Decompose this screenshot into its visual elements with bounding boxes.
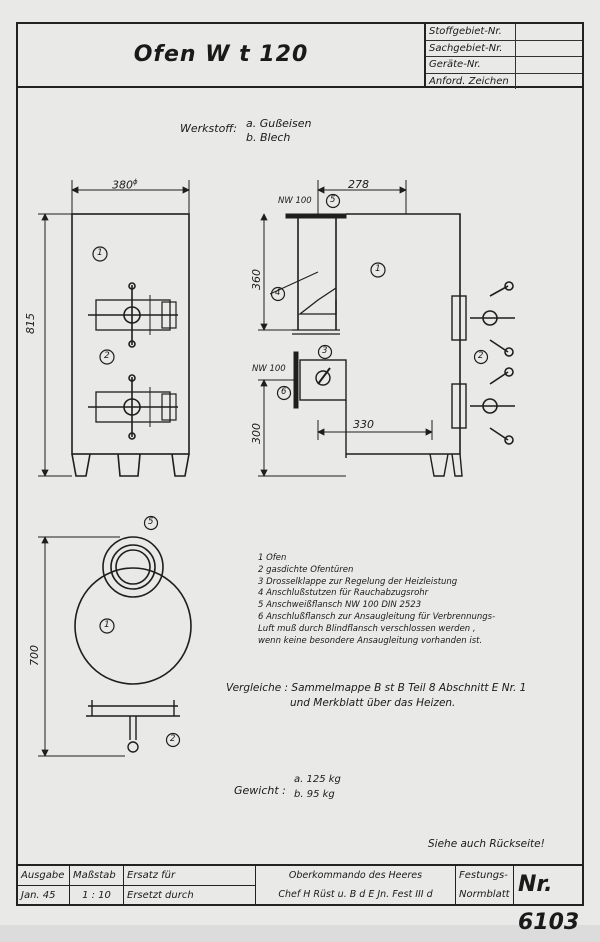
flange-outer [102,536,164,598]
weight-a: a. 125 kg [294,774,341,785]
plan-view [38,515,192,757]
callout-5-plan [143,515,159,531]
see-reverse-note: Siehe auch Rückseite! [428,838,545,850]
callout-2-side [473,349,489,365]
footer-cell: Maßstab [70,866,123,886]
callout-1-plan [99,618,115,634]
dim-width: 380ϕ [112,178,138,192]
legend-item: Luft muß durch Blindflansch verschlossen… [258,623,476,634]
sheet-number: Nr. 6103 [518,872,580,935]
footer-cell: Jan. 45 [21,890,56,901]
callout-number: 5 [148,517,154,527]
footer-authority: Oberkommando des Heeres Chef H Rüst u. B… [256,866,456,904]
dim-pipe-lower: 300 [250,423,263,444]
meta-label: Geräte-Nr. [426,57,516,73]
meta-fields: Stoffgebiet-Nr. Sachgebiet-Nr. Geräte-Nr… [426,24,582,89]
callout-number: 3 [322,346,328,356]
weight-label: Gewicht : [234,784,286,797]
meta-label: Sachgebiet-Nr. [426,40,516,56]
callout-number: 1 [104,620,110,630]
footer-cell: Ersatz für [124,866,255,886]
callout-number: 5 [330,195,336,205]
footer-cell: Normblatt [459,889,510,900]
legend-item: 6 Anschlußflansch zur Ansaugleitung für … [258,611,496,622]
legend-item: 1 Ofen [258,553,287,563]
callout-number: 2 [478,351,484,361]
callout-2-plan [165,732,181,748]
callout-number: 1 [97,248,103,258]
meta-row: Anford. Zeichen [426,73,582,89]
legend-item: wenn keine besondere Ansaugleitung vorha… [258,635,483,646]
front-view [38,180,190,477]
oven-legs-front [71,453,190,477]
oven-body-front [71,213,190,455]
flange-lower-label: NW 100 [252,364,286,374]
dim-pipe-upper: 360 [250,269,263,290]
upper-door [88,282,178,348]
callout-5-side [325,193,341,209]
callout-number: 6 [281,387,287,397]
footer-cell: Ersetzt durch [127,890,194,901]
callout-1-front [92,246,108,262]
footer-cell: Festungs- [459,870,508,881]
legend-item: 5 Anschweißflansch NW 100 DIN 2523 [258,600,422,611]
side-view [258,180,515,477]
callout-number: 2 [104,351,110,361]
callout-2-front [99,349,115,365]
legend-item: 3 Drosselklappe zur Regelung der Heizlei… [258,576,458,587]
callout-6-side [276,385,292,401]
meta-label: Anford. Zeichen [426,73,516,89]
legend-item: 4 Anschlußstutzen für Rauchabzugsrohr [258,588,429,599]
dim-height: 815 [24,313,37,334]
material-label: Werkstoff: [180,122,237,135]
footer-ausgabe: Ausgabe Jan. 45 [18,866,70,904]
side-door-handles [451,281,515,445]
weight-b: b. 95 kg [294,789,335,800]
material-b: b. Blech [246,131,291,144]
drawing-title: Ofen W t 120 [133,42,309,67]
air-intake [293,351,347,454]
meta-row: Sachgebiet-Nr. [426,40,582,57]
meta-row: Stoffgebiet-Nr. [426,24,582,41]
parts-legend: 1 Ofen 2 gasdichte Ofentüren 3 Drosselkl… [258,553,495,647]
footer-massstab: Maßstab 1 : 10 [70,866,124,904]
footer-title-block: Ausgabe Jan. 45 Maßstab 1 : 10 Ersatz fü… [16,864,584,935]
flange-upper-label: NW 100 [278,196,312,206]
callout-4-side [270,286,286,302]
callout-number: 1 [375,264,381,274]
footer-number: Nr. 6103 [514,866,582,935]
material-a: a. Gußeisen [246,117,312,130]
footer-normblatt: Festungs- Normblatt [456,866,514,904]
footer-cell: Ausgabe [18,866,69,886]
callout-3-side [317,344,333,360]
callout-number: 4 [275,288,281,298]
smoke-pipe [269,213,347,335]
legend-item: 2 gasdichte Ofentüren [258,564,354,575]
footer-cell: Oberkommando des Heeres [288,870,423,881]
footer-cell: 1 : 10 [82,890,111,901]
lower-door [88,374,178,440]
footer-cell: Chef H Rüst u. B d E Jn. Fest III d [278,889,433,900]
compare-line-2: und Merkblatt über das Heizen. [290,697,456,709]
oven-body-side [346,213,461,455]
compare-line-1: Vergleiche : Sammelmappe B st B Teil 8 A… [226,682,527,694]
title-box: Ofen W t 120 [18,24,426,88]
meta-row: Geräte-Nr. [426,57,582,74]
footer-ersatz: Ersatz für Ersetzt durch [124,866,256,904]
dim-plan: 700 [28,645,41,666]
oven-body-plan [74,567,192,685]
meta-label: Stoffgebiet-Nr. [426,24,516,40]
callout-1-side [370,262,386,278]
dim-depth: 278 [348,178,369,191]
callout-number: 2 [170,734,176,744]
dim-lower-offset: 330 [353,418,374,431]
